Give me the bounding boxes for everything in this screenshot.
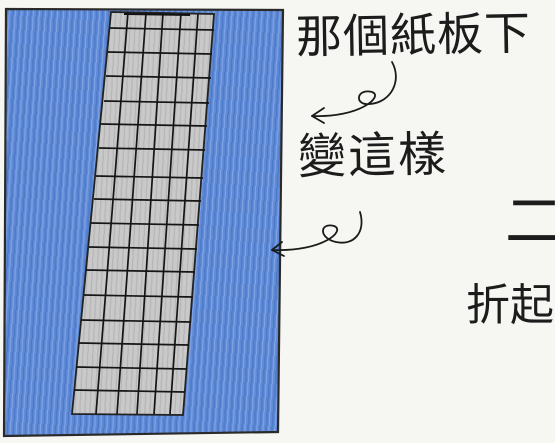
annotation-right-partial-1: 二: [505, 187, 555, 255]
curly-arrow-left-icon: [271, 211, 363, 257]
annotation-right-partial-2: 折起: [466, 280, 554, 331]
gray-strip: [71, 11, 215, 416]
annotation-top-label: 那個紙板下: [295, 5, 532, 65]
top-edge-mark: [123, 13, 191, 16]
strip-grid-vertical: [95, 11, 199, 415]
curly-arrow-left-icon: [311, 61, 397, 124]
annotation-middle-label: 變這樣: [297, 126, 449, 186]
strip-grid-horizontal: [73, 27, 215, 393]
